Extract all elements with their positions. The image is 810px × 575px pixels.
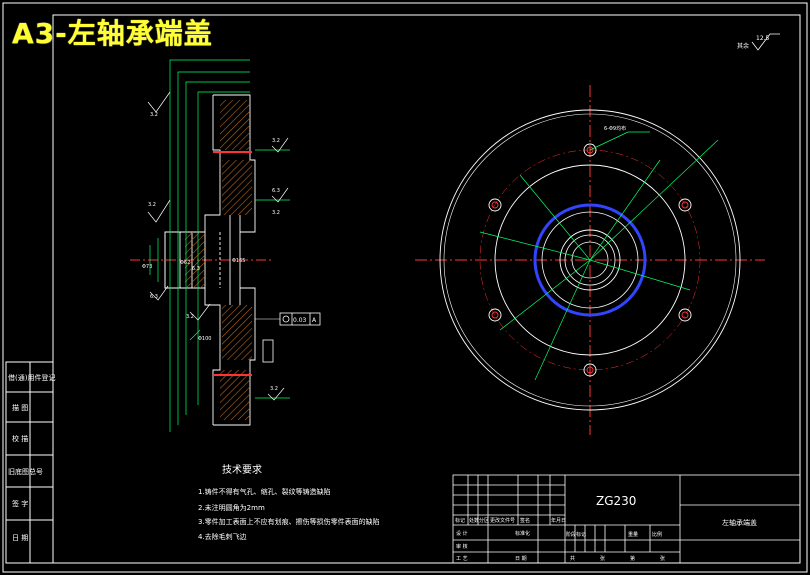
stamp-cell-2: 描 图 [12,403,28,412]
note-2: 2.未注明圆角为2mm [198,503,265,512]
svg-text:审 核: 审 核 [456,543,468,550]
tolerance-frame: 0.03 A [255,312,321,326]
svg-text:年月日: 年月日 [551,517,566,524]
section-roughness-marks [147,91,289,401]
front-leaders [479,131,719,381]
technical-notes: 技术要求 1.铸件不得有气孔、缩孔、裂纹等铸造缺陷 2.未注明圆角为2mm 3.… [198,463,380,541]
svg-text:6.3: 6.3 [272,188,280,194]
inner-frame [52,14,801,564]
svg-text:工 艺: 工 艺 [456,556,468,562]
svg-text:设 计: 设 计 [456,530,468,537]
svg-text:分区: 分区 [479,517,489,524]
svg-text:3.2: 3.2 [148,202,156,208]
note-1: 1.铸件不得有气孔、缩孔、裂纹等铸造缺陷 [198,487,331,496]
svg-text:Φ73: Φ73 [142,264,152,270]
material-code: ZG230 [596,494,636,508]
roughness-symbol: 其余 12.5 [737,33,780,51]
svg-text:Φ165: Φ165 [232,258,245,264]
svg-text:张: 张 [660,555,665,562]
svg-text:处数: 处数 [469,517,479,524]
svg-text:比例: 比例 [652,531,662,538]
svg-text:0.03: 0.03 [293,317,307,324]
svg-text:3.2: 3.2 [186,314,194,320]
page-title: A3-左轴承端盖 [12,17,213,50]
datum-indicator [262,339,274,363]
svg-text:标记: 标记 [455,517,465,524]
svg-text:3.2: 3.2 [270,386,278,392]
note-4: 4.去除毛刺飞边 [198,532,247,541]
svg-text:标准化: 标准化 [515,530,530,537]
section-dimensions [149,59,290,432]
bolt-holes [488,143,692,377]
section-dim-text: 3.2 3.2 6.3 3.2 3.2 6.3 3.2 3.2 6.3 Φ73 … [142,112,280,392]
svg-text:签名: 签名 [520,517,530,524]
svg-text:共: 共 [570,555,575,562]
title-block-text: 标记 处数 分区 更改文件号 签名 年月日 设 计 标准化 审 核 工 艺 日 … [455,517,665,562]
svg-text:3.2: 3.2 [272,210,280,216]
svg-text:重量: 重量 [628,531,638,538]
svg-text:Φ100: Φ100 [198,336,211,342]
side-stamp: 借(通)用件登记 描 图 校 描 旧底图总号 签 字 日 期 [5,361,55,564]
svg-text:A: A [312,317,317,324]
svg-text:6.3: 6.3 [150,294,158,300]
stamp-cell-3: 校 描 [12,434,28,443]
part-name-cell: 左轴承端盖 [722,518,757,527]
stamp-cell-5: 签 字 [12,499,28,508]
stamp-cell-6: 日 期 [12,534,28,542]
svg-text:Φ62: Φ62 [180,260,190,266]
svg-text:张: 张 [600,555,605,562]
stamp-cell-1: 借(通)用件登记 [8,373,55,382]
roughness-value: 12.5 [756,35,770,42]
section-hatching [185,100,252,420]
svg-text:更改文件号: 更改文件号 [490,517,515,524]
svg-text:第: 第 [630,555,635,562]
svg-text:日 期: 日 期 [515,556,527,562]
svg-text:6.3: 6.3 [192,266,200,272]
notes-title: 技术要求 [222,463,262,476]
svg-text:3.2: 3.2 [150,112,158,118]
hole-callout: 6-Φ9均布 [604,125,626,132]
roughness-note: 其余 [737,42,749,50]
title-block [452,474,801,564]
svg-text:阶段标记: 阶段标记 [566,531,586,538]
stamp-cell-4: 旧底图总号 [8,467,43,476]
svg-text:3.2: 3.2 [272,138,280,144]
note-3: 3.零件加工表面上不应有划痕、擦伤等损伤零件表面的缺陷 [198,517,380,526]
